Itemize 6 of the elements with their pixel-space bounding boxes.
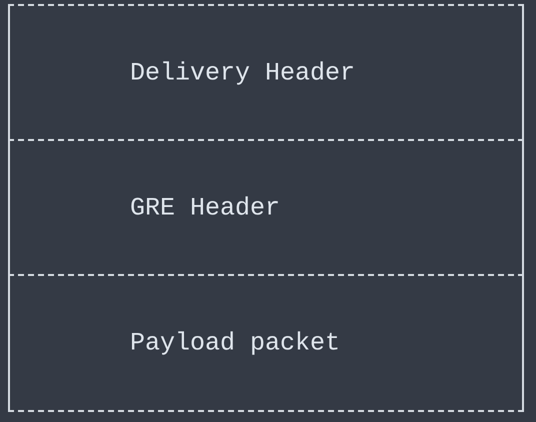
layer-label: GRE Header (130, 193, 280, 222)
layer-label: Delivery Header (130, 58, 356, 87)
layer-box (8, 274, 524, 412)
layer-box (8, 139, 524, 276)
layer-box (8, 4, 524, 141)
layer-label: Payload packet (130, 328, 340, 358)
